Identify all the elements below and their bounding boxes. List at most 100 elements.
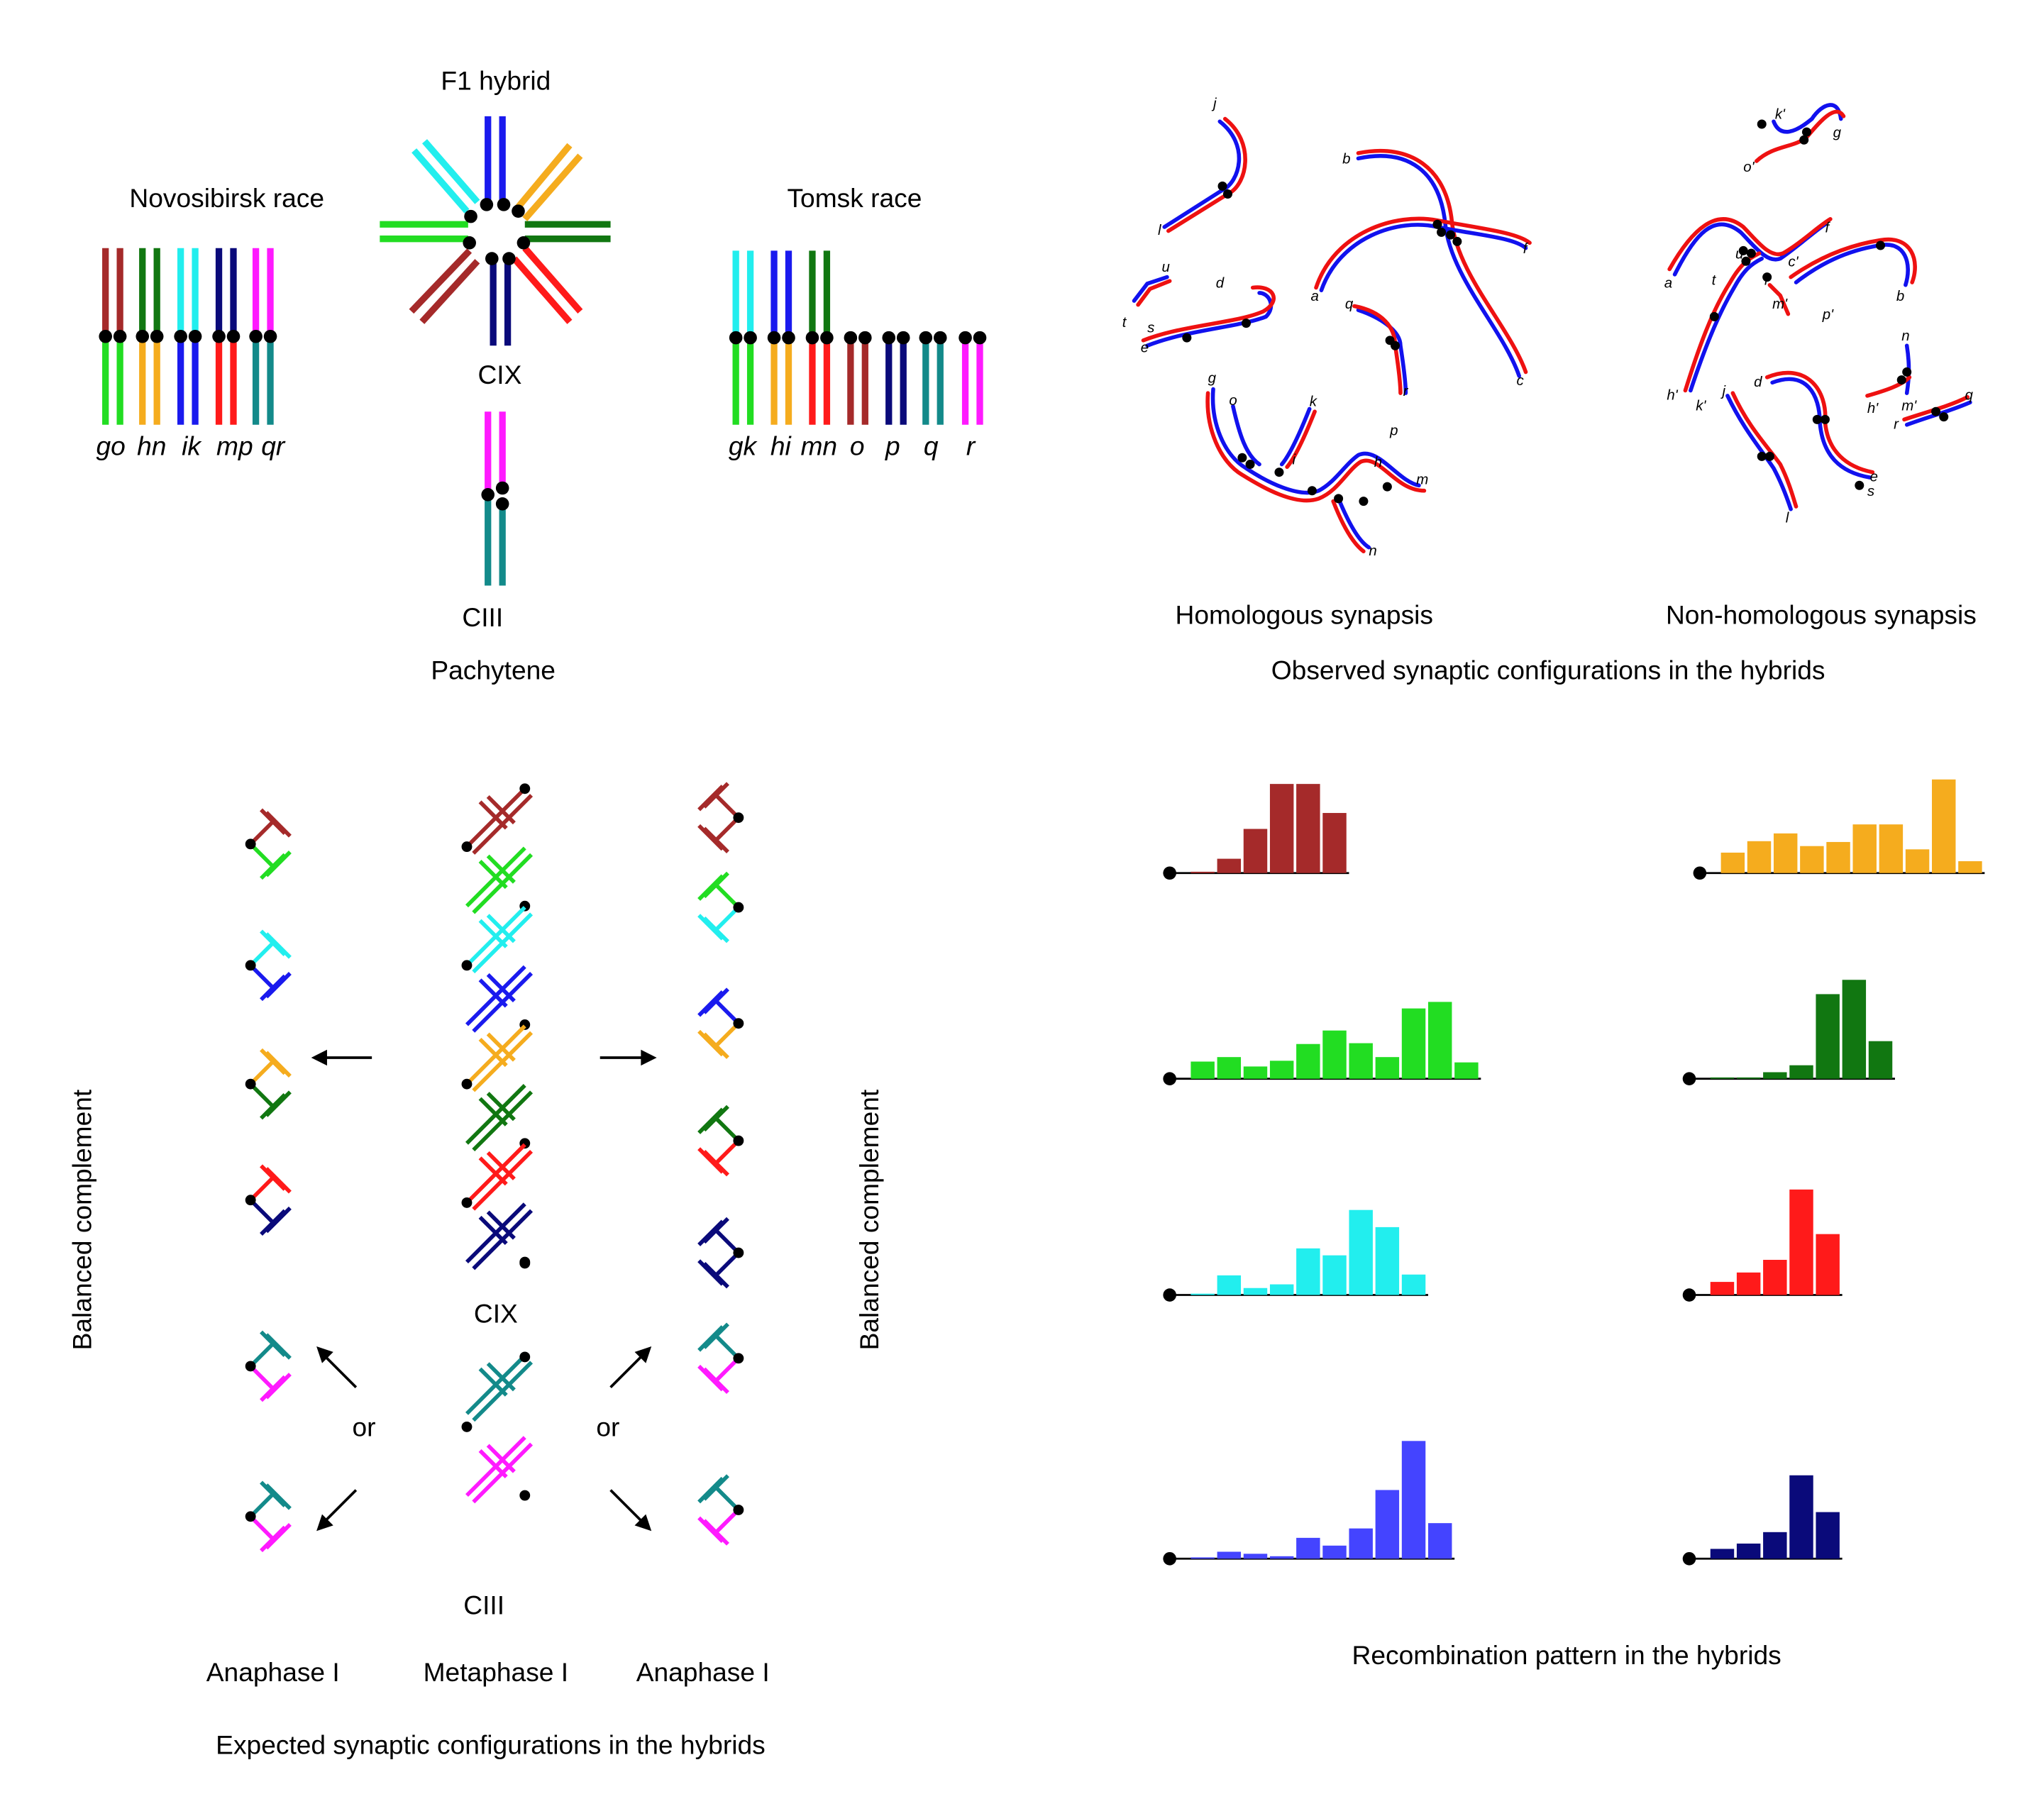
- ciii-strand: [478, 1449, 508, 1479]
- non-letter-m-prime: m': [1772, 296, 1788, 312]
- chart-bar: [1269, 1061, 1294, 1079]
- chart-bar: [1322, 1255, 1347, 1295]
- chart-origin-dot: [1163, 1288, 1176, 1302]
- chart-bar: [1800, 846, 1824, 873]
- recombination-chart: [1163, 1002, 1481, 1085]
- chart-bar: [1427, 1002, 1452, 1079]
- non-letter-a: a: [1664, 275, 1672, 291]
- recombination-chart: [1682, 1475, 1843, 1566]
- glyph-arm-bottom: [249, 1364, 292, 1402]
- chart-bar: [1789, 1189, 1813, 1295]
- hybrid-ciii-label: CIII: [462, 602, 503, 632]
- centromere: [733, 1505, 744, 1515]
- hom-letter-u: u: [1162, 259, 1170, 275]
- chart-bar: [1322, 813, 1347, 873]
- chart-bar: [1401, 1008, 1426, 1079]
- anaphase-glyph: [697, 1474, 744, 1546]
- glyph-arm-bottom: [249, 1515, 292, 1553]
- non-letter-i: i: [1764, 272, 1768, 289]
- centromere: [245, 1511, 256, 1522]
- glyph-arm-top: [697, 987, 740, 1025]
- novosibirsk-chromosomes: [99, 248, 277, 425]
- hom-letter-g: g: [1208, 370, 1217, 386]
- label-r: r: [966, 431, 976, 461]
- chart-bar: [1868, 1041, 1893, 1079]
- chart-bar: [1720, 852, 1745, 873]
- anaphase-glyph: [697, 1217, 744, 1289]
- pachytene-panel: Novosibirsk race F1 hybrid Tomsk race CI…: [96, 66, 987, 685]
- recombination-chart: [1163, 784, 1349, 880]
- chart-bar: [1842, 980, 1867, 1079]
- expected-panel: Balanced complement Balanced complement …: [67, 782, 884, 1759]
- bivalent-strand: [486, 1210, 516, 1240]
- glyph-arm-top: [697, 871, 740, 909]
- chart-origin-dot: [1163, 1551, 1176, 1566]
- recombination-title: Recombination pattern in the hybrids: [1352, 1640, 1781, 1670]
- anaphase-glyph: [245, 808, 292, 880]
- glyph-arm-top: [697, 1217, 740, 1255]
- label-hn: hn: [137, 431, 166, 461]
- chart-bar: [1243, 1288, 1268, 1295]
- glyph-arm-top: [249, 1330, 292, 1368]
- glyph-arm-bottom: [697, 1356, 740, 1395]
- centromere: [461, 1197, 473, 1208]
- non-letter-q: q: [1965, 387, 1973, 403]
- recombination-chart: [1163, 1441, 1455, 1566]
- centromere: [245, 1078, 256, 1090]
- centromere: [733, 1135, 744, 1146]
- anaphase-glyph: [697, 987, 744, 1059]
- hom-letter-i: i: [1293, 452, 1296, 468]
- chart-bar: [1710, 1282, 1735, 1295]
- chart-origin-dot: [1693, 866, 1707, 880]
- non-letter-m-prime-2: m': [1901, 397, 1917, 414]
- chart-bar: [1375, 1057, 1400, 1079]
- hom-letter-q: q: [1345, 296, 1354, 312]
- metaphase-bivalent: [465, 965, 534, 1033]
- centromere: [733, 812, 744, 824]
- anaphase-glyph: [697, 871, 744, 943]
- observed-letters-homologous: j l b f a c u t s e d q r g o k i p h m …: [1122, 96, 1529, 559]
- chart-bar: [1191, 1557, 1215, 1559]
- non-letter-n: n: [1901, 328, 1909, 344]
- hom-letter-s: s: [1147, 320, 1154, 336]
- chart-bar: [1852, 824, 1877, 873]
- arrow-right: [600, 1049, 657, 1066]
- hom-letter-k: k: [1310, 394, 1318, 410]
- chart-bar: [1710, 1549, 1735, 1559]
- non-letter-t: t: [1712, 272, 1717, 289]
- centromere: [245, 1195, 256, 1206]
- chart-bar: [1322, 1545, 1347, 1559]
- recombination-chart: [1163, 1209, 1428, 1302]
- observed-title: Observed synaptic configurations in the …: [1271, 655, 1825, 685]
- anaphase-left-column: [245, 808, 292, 1553]
- recombination-chart: [1682, 980, 1895, 1085]
- arrow-up-right: [609, 1341, 658, 1388]
- metaphase-bivalent: [461, 906, 534, 974]
- hybrid-cix-ring: [380, 116, 611, 346]
- hom-letter-m: m: [1416, 471, 1428, 487]
- non-letter-k-prime: k': [1775, 106, 1786, 123]
- chart-bar: [1763, 1072, 1787, 1079]
- arrow-left: [311, 1049, 372, 1066]
- chart-origin-dot: [1682, 1551, 1696, 1566]
- centromere: [733, 1353, 744, 1364]
- chart-bar: [1269, 1284, 1294, 1295]
- chart-origin-dot: [1682, 1072, 1696, 1085]
- chart-bar: [1243, 1066, 1268, 1079]
- non-letter-l: l: [1786, 509, 1789, 526]
- non-letter-r: r: [1894, 416, 1899, 432]
- chart-bar: [1736, 1077, 1761, 1079]
- label-p: p: [885, 431, 900, 461]
- chart-bar: [1296, 1537, 1320, 1559]
- non-letter-h-prime-2: h': [1867, 400, 1879, 416]
- centromere: [461, 960, 473, 971]
- metaphase-bivalent: [461, 1143, 534, 1211]
- chart-bar: [1816, 994, 1840, 1079]
- recombination-charts: [1163, 779, 1985, 1566]
- centromere: [461, 1078, 473, 1090]
- glyph-arm-bottom: [249, 842, 292, 880]
- chart-bar: [1243, 1554, 1268, 1559]
- centromere: [733, 902, 744, 913]
- non-letter-g: g: [1833, 125, 1842, 141]
